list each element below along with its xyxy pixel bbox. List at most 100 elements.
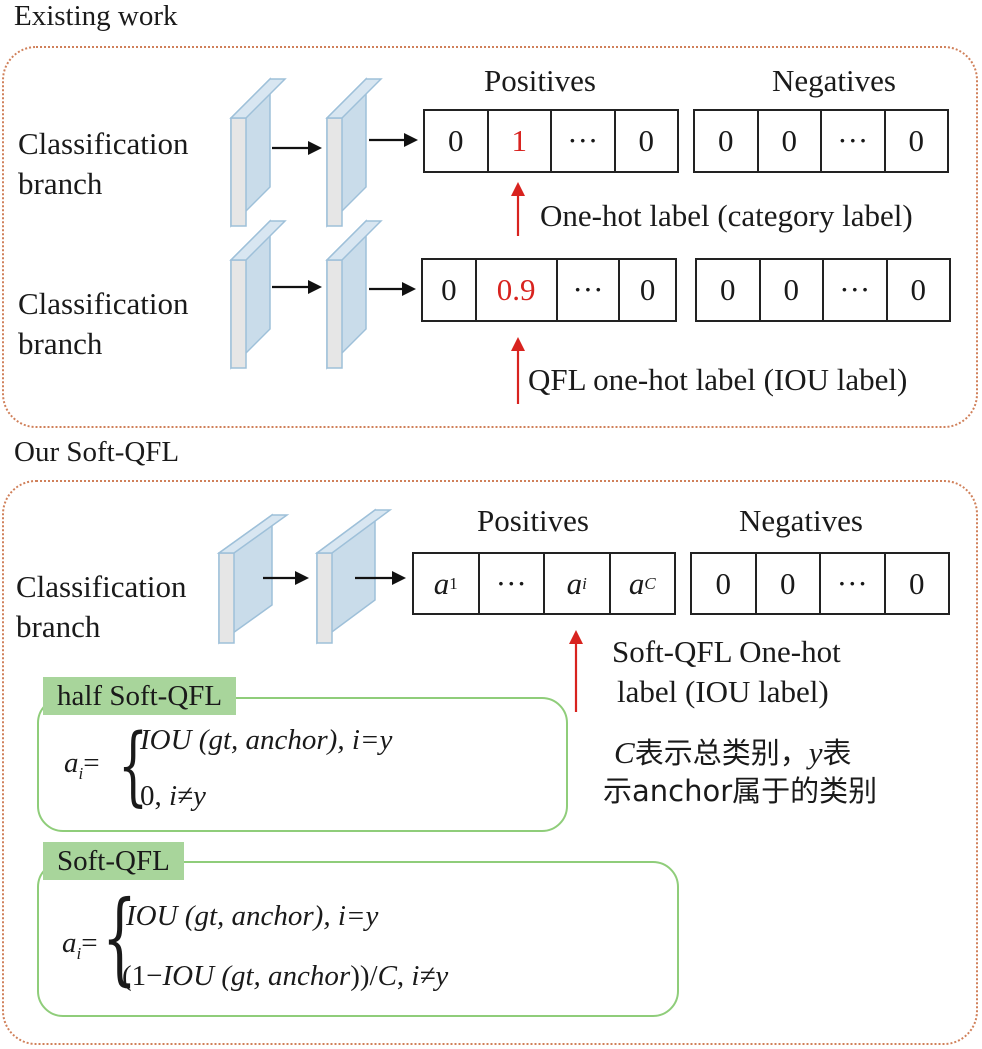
- soft-formula-lhs: ai=: [62, 927, 98, 964]
- cell-var: a: [433, 565, 450, 601]
- formula-var: a: [64, 747, 79, 779]
- vector-cell: 0: [638, 123, 655, 158]
- feature-map: [325, 219, 383, 370]
- positives-header: Positives: [477, 503, 589, 538]
- arrowhead: [308, 141, 322, 155]
- negatives-header: Negatives: [772, 63, 896, 98]
- formula-subscript: i: [76, 943, 82, 963]
- note-line2: 示anchor属于的类别: [603, 774, 878, 808]
- vector-cell: 0: [639, 272, 656, 307]
- formula-subscript: i: [78, 763, 84, 783]
- vector-cell: ···: [552, 111, 616, 171]
- soft-qfl-caption-line2: label (IOU label): [617, 674, 829, 709]
- formula-eq: =: [83, 747, 100, 779]
- formula-var: a: [62, 927, 77, 959]
- classification-branch-label: Classification branch: [18, 124, 188, 204]
- branch-label-line2: branch: [18, 166, 103, 201]
- positives-header: Positives: [484, 63, 596, 98]
- vector-cell: ···: [558, 260, 621, 320]
- classification-branch-label: Classification branch: [16, 567, 186, 647]
- cell-var: a: [628, 565, 645, 601]
- soft-qfl-box: [37, 861, 679, 1017]
- classification-branch-label: Classification branch: [18, 284, 188, 364]
- formula-var: C: [377, 960, 397, 992]
- cell-subscript: i: [582, 573, 587, 593]
- negatives-vector: 0 0 ··· 0: [693, 109, 949, 173]
- formula-cond: i=y: [351, 724, 393, 756]
- arrowhead: [295, 571, 309, 585]
- cell-subscript: C: [644, 573, 656, 593]
- branch-label-line2: branch: [16, 609, 101, 644]
- vector-cell: ···: [824, 260, 888, 320]
- branch-label-line1: Classification: [18, 126, 189, 161]
- formula-eq: =: [81, 927, 98, 959]
- arrowhead: [392, 571, 406, 585]
- negatives-vector: 0 0 ··· 0: [695, 258, 951, 322]
- our-soft-qfl-panel: [2, 480, 978, 1045]
- vector-cell: 0: [697, 260, 761, 320]
- feature-map: [229, 219, 287, 370]
- one-hot-caption: One-hot label (category label): [540, 198, 913, 233]
- formula-cond: i=y: [337, 900, 379, 932]
- vector-cell: 0: [761, 260, 824, 320]
- branch-label-line2: branch: [18, 326, 103, 361]
- formula-args: (gt, anchor: [214, 960, 351, 992]
- feature-map: [325, 77, 383, 228]
- soft-case1: IOU (gt, anchor), i=y: [126, 900, 378, 933]
- half-formula-lhs: ai=: [64, 747, 100, 784]
- branch-label-line1: Classification: [18, 286, 189, 321]
- formula-text: (1−: [122, 960, 163, 992]
- vector-cell: ···: [480, 554, 545, 613]
- arrowhead: [308, 280, 322, 294]
- existing-work-panel: [2, 46, 978, 428]
- vector-cell: 0.9: [477, 260, 558, 320]
- note-text: 表示总类别，: [634, 736, 809, 770]
- vector-cell: 0: [757, 554, 821, 613]
- feature-map: [216, 513, 290, 645]
- arrowhead: [569, 630, 583, 644]
- half-case1: IOU (gt, anchor), i=y: [140, 724, 392, 757]
- left-brace: {: [118, 716, 149, 816]
- vector-cell: 0: [423, 260, 477, 320]
- vector-cell: 1: [489, 111, 552, 171]
- positives-vector: 0 1 ··· 0: [423, 109, 679, 173]
- note-var-y: y: [808, 735, 823, 770]
- formula-fn: IOU: [126, 900, 178, 932]
- half-soft-qfl-tag: half Soft-QFL: [43, 677, 237, 715]
- vector-cell: 0: [908, 123, 925, 158]
- vector-cell: 0: [759, 111, 822, 171]
- formula-cond: i≠y: [411, 960, 449, 992]
- soft-qfl-tag: Soft-QFL: [43, 842, 184, 880]
- formula-text: ,: [396, 960, 412, 992]
- branch-label-line1: Classification: [16, 569, 187, 604]
- negatives-vector: 0 0 ··· 0: [690, 552, 950, 615]
- note-var-c: C: [614, 735, 635, 770]
- formula-args: (gt, anchor),: [177, 900, 338, 932]
- left-brace: {: [102, 879, 137, 996]
- feature-map: [229, 77, 287, 228]
- negatives-header: Negatives: [739, 503, 863, 538]
- arrowhead: [404, 133, 418, 147]
- formula-val: 0,: [140, 780, 169, 812]
- positives-vector: 0 0.9 ··· 0: [421, 258, 677, 322]
- feature-map: [314, 508, 393, 645]
- vector-cell: 0: [910, 272, 927, 307]
- vector-cell: ···: [822, 111, 886, 171]
- vector-cell: 0: [692, 554, 757, 613]
- vector-cell: 0: [425, 111, 489, 171]
- soft-qfl-caption-line1: Soft-QFL One-hot: [612, 634, 841, 669]
- note-line1: C表示总类别，y表: [614, 730, 851, 772]
- vector-cell: 0: [695, 111, 759, 171]
- arrowhead: [402, 282, 416, 296]
- formula-fn: IOU: [162, 960, 215, 992]
- our-soft-qfl-title: Our Soft-QFL: [14, 436, 180, 468]
- qfl-caption: QFL one-hot label (IOU label): [528, 362, 908, 397]
- formula-cond: i≠y: [169, 780, 206, 812]
- existing-work-title: Existing work: [14, 0, 178, 32]
- cell-subscript: 1: [449, 573, 458, 593]
